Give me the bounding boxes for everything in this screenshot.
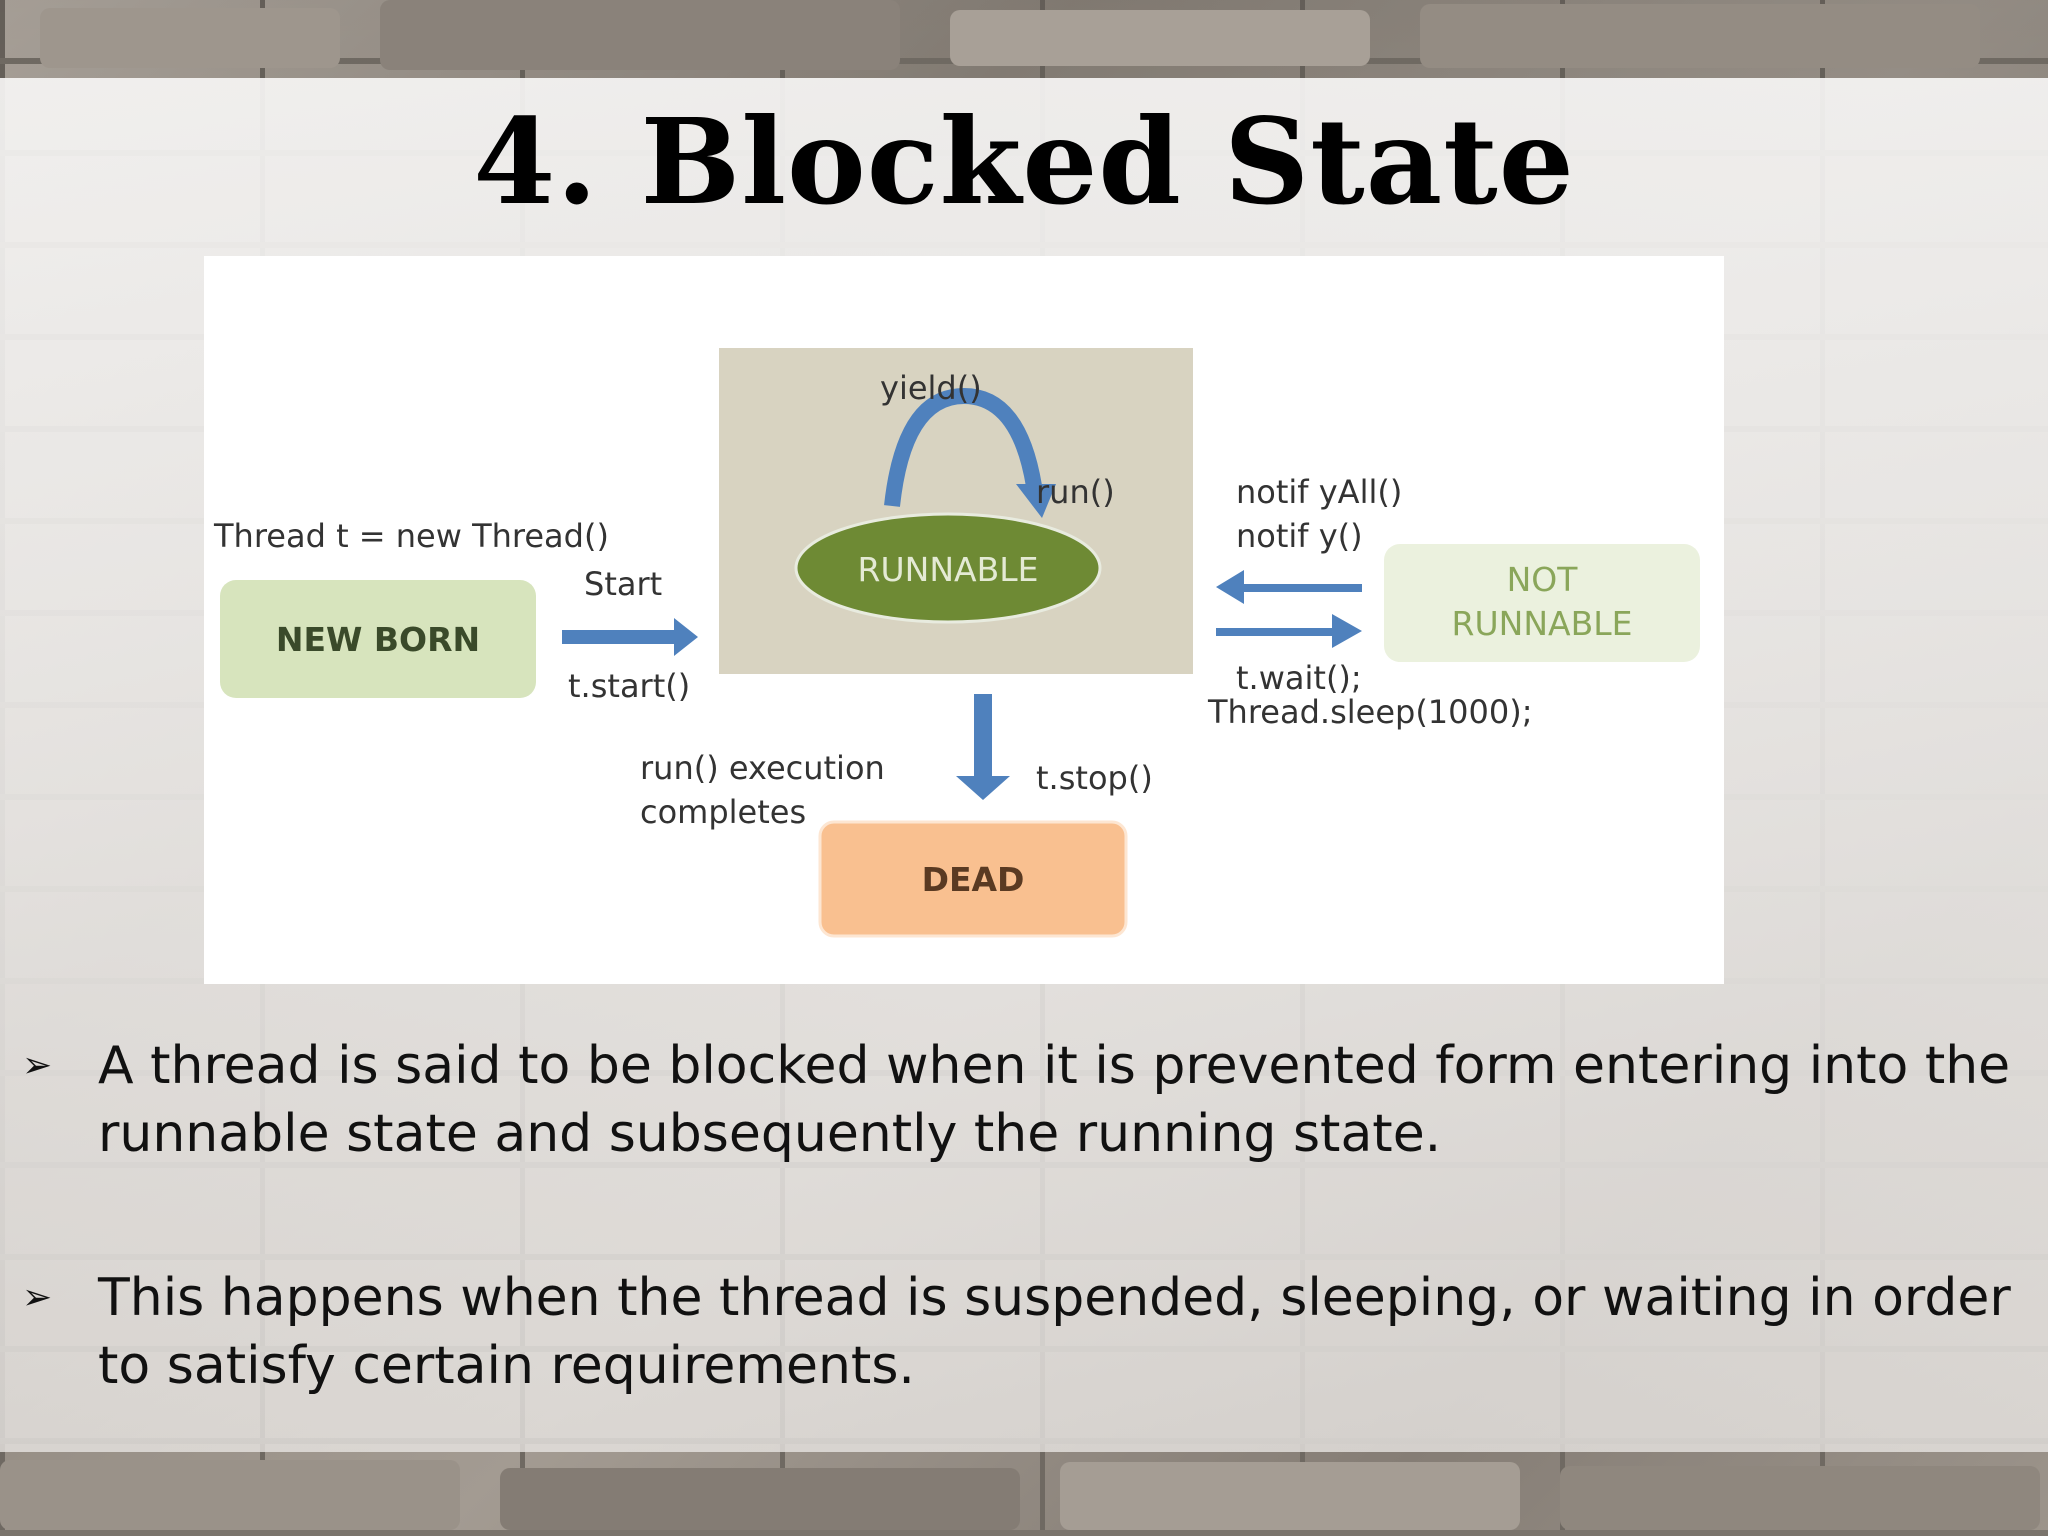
- bullet-arrow-icon: ➢: [22, 1277, 53, 1318]
- bullet-text: A thread is said to be blocked when it i…: [98, 1036, 2011, 1164]
- start-arrow: [562, 618, 698, 656]
- new-born-label: NEW BORN: [275, 620, 481, 659]
- not-runnable-label-line1: NOT: [1506, 560, 1578, 599]
- bullet-list: ➢ A thread is said to be blocked when it…: [22, 1032, 2012, 1400]
- bullet-item: ➢ This happens when the thread is suspen…: [22, 1264, 2012, 1400]
- new-born-box: [220, 580, 536, 698]
- not-runnable-box: [1384, 544, 1700, 662]
- bullet-text: This happens when the thread is suspende…: [98, 1268, 2011, 1396]
- wall-stone: [40, 8, 340, 68]
- t-wait-label: t.wait();: [1236, 659, 1362, 697]
- wall-stone: [1060, 1462, 1520, 1530]
- wall-stone: [1560, 1466, 2040, 1530]
- wall-stone: [0, 1460, 460, 1530]
- thread-lifecycle-diagram: yield() run() RUNNABLE Thread t = new Th…: [204, 256, 1724, 984]
- wall-stone: [1420, 4, 1980, 68]
- t-start-label: t.start(): [568, 667, 691, 705]
- wait-arrow: [1216, 614, 1362, 648]
- stop-arrow: [956, 694, 1010, 800]
- notify-arrow: [1216, 570, 1362, 604]
- thread-sleep-label: Thread.sleep(1000);: [1208, 693, 1533, 731]
- t-stop-label: t.stop(): [1036, 759, 1153, 797]
- diagram-shapes: [220, 348, 1700, 938]
- run-execution-label-line1: run() execution: [640, 749, 885, 787]
- yield-loop-arrow: [884, 387, 1042, 507]
- runnable-label: RUNNABLE: [857, 550, 1039, 589]
- run-label: run(): [1036, 473, 1115, 511]
- notify-all-label: notif yAll(): [1236, 473, 1403, 511]
- not-runnable-label-line2: RUNNABLE: [1451, 604, 1633, 643]
- run-execution-label-line2: completes: [640, 793, 807, 831]
- dead-label: DEAD: [921, 860, 1025, 899]
- thread-constructor-label: Thread t = new Thread(): [214, 517, 609, 555]
- start-label: Start: [584, 565, 663, 603]
- notify-label: notif y(): [1236, 517, 1363, 555]
- slide-title: 4. Blocked State: [473, 92, 1575, 231]
- bullet-item: ➢ A thread is said to be blocked when it…: [22, 1032, 2012, 1168]
- wall-stone: [950, 10, 1370, 66]
- wall-stone: [380, 0, 900, 70]
- dead-box: [818, 820, 1128, 938]
- bullet-arrow-icon: ➢: [22, 1045, 53, 1086]
- wall-stone: [500, 1468, 1020, 1530]
- yield-loop-arrowhead: [1016, 484, 1056, 518]
- runnable-oval: [794, 512, 1102, 624]
- yield-label: yield(): [880, 369, 982, 407]
